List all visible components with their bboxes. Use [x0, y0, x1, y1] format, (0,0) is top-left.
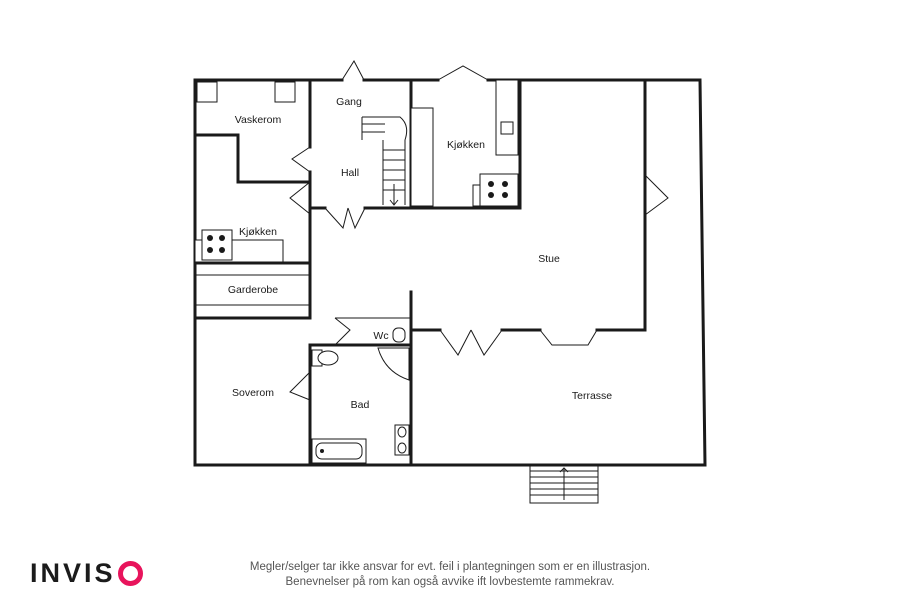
label-garderobe: Garderobe: [228, 284, 278, 296]
disclaimer: Megler/selger tar ikke ansvar for evt. f…: [200, 560, 700, 590]
label-soverom: Soverom: [232, 387, 274, 399]
label-wc: Wc: [373, 330, 388, 342]
disclaimer-line-1: Megler/selger tar ikke ansvar for evt. f…: [249, 561, 651, 573]
label-vaskerom: Vaskerom: [235, 114, 282, 126]
kitchen-upper-fixtures: [410, 79, 519, 207]
inviso-logo: INVIS: [30, 558, 143, 589]
laundry-fixtures: [196, 81, 296, 103]
staircase: [361, 116, 408, 206]
kitchen-lower-fixtures: [194, 229, 284, 263]
label-hall: Hall: [341, 167, 359, 179]
logo-text: INVIS: [30, 558, 116, 588]
exterior-steps: [529, 465, 599, 504]
label-terrasse: Terrasse: [572, 390, 612, 402]
label-gang: Gang: [336, 96, 362, 108]
door-swings: [289, 60, 598, 401]
label-kjokken-upper: Kjøkken: [447, 139, 485, 151]
label-stue: Stue: [538, 253, 560, 265]
label-kjokken-lower: Kjøkken: [239, 226, 277, 238]
terrace-deck: [409, 78, 707, 467]
label-bad: Bad: [351, 399, 370, 411]
disclaimer-line-2: Benevnelser på rom kan også avvike ift l…: [285, 576, 615, 588]
logo-o-ring: [117, 561, 143, 586]
bathroom-fixtures: [311, 327, 410, 464]
